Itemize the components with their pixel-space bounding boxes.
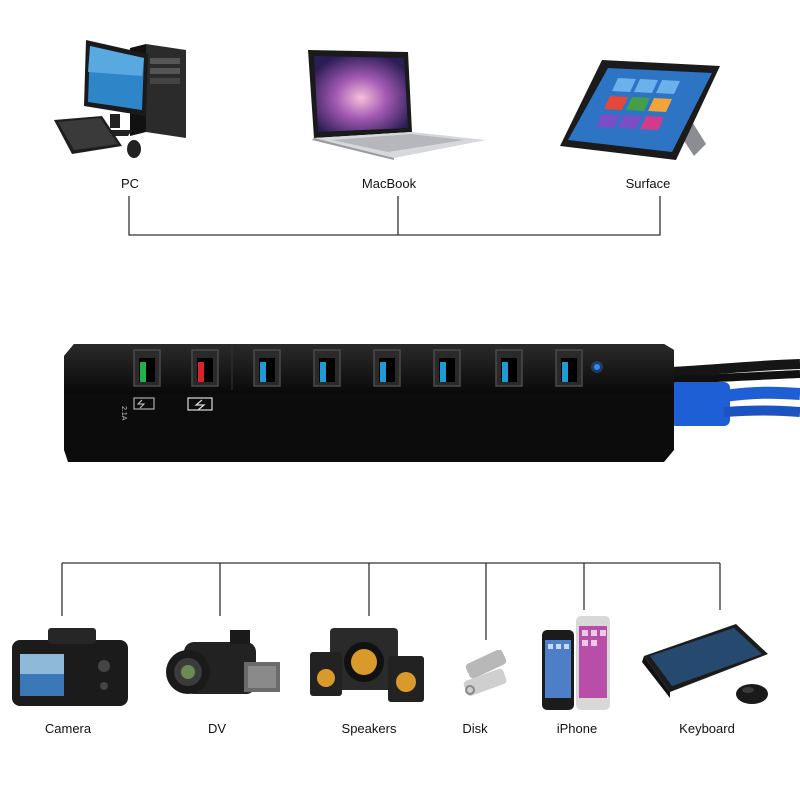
keyboard-icon [642, 624, 768, 704]
device-label-dv: DV [207, 721, 227, 736]
usb-port-4[interactable] [313, 349, 341, 387]
device-label-camera: Camera [44, 721, 92, 736]
usb-port-1[interactable] [133, 349, 161, 387]
tablet-icon [560, 60, 720, 160]
usb-hub-body: 2.1A [64, 344, 800, 462]
dv-image [160, 628, 282, 704]
device-label-disk: Disk [462, 721, 488, 736]
desktop-pc-icon [54, 40, 186, 158]
usb-plug [670, 382, 730, 426]
usb-hub: 2.1A [64, 330, 800, 470]
camera-icon [12, 628, 128, 706]
battery-charge-icon [187, 397, 213, 411]
power-led [594, 364, 600, 370]
speakers-icon [310, 628, 424, 702]
macbook-image [304, 48, 488, 160]
charge-icon: 2.1A [120, 397, 155, 421]
host-label-macbook: MacBook [361, 176, 417, 191]
device-label-speakers: Speakers [341, 721, 397, 736]
usb-port-6[interactable] [433, 349, 461, 387]
keyboard-image [640, 620, 772, 712]
usb-port-5[interactable] [373, 349, 401, 387]
charge-port-rating-label: 2.1A [120, 406, 127, 421]
usb-port-3[interactable] [253, 349, 281, 387]
disk-image [456, 650, 518, 698]
iphone-image [540, 614, 614, 712]
host-label-pc: PC [120, 176, 140, 191]
camera-image [8, 620, 132, 710]
pc-image [46, 36, 196, 164]
usb-port-7[interactable] [495, 349, 523, 387]
laptop-icon [308, 50, 486, 160]
device-label-keyboard: Keyboard [679, 721, 735, 736]
usb-disk-icon [463, 650, 507, 696]
speakers-image [306, 624, 428, 710]
smartphone-icon [542, 616, 610, 710]
host-label-surface: Surface [625, 176, 671, 191]
camcorder-icon [166, 630, 280, 694]
device-label-iphone: iPhone [556, 721, 598, 736]
surface-image [556, 56, 728, 164]
usb-port-2[interactable] [191, 349, 219, 387]
usb-port-8[interactable] [555, 349, 583, 387]
